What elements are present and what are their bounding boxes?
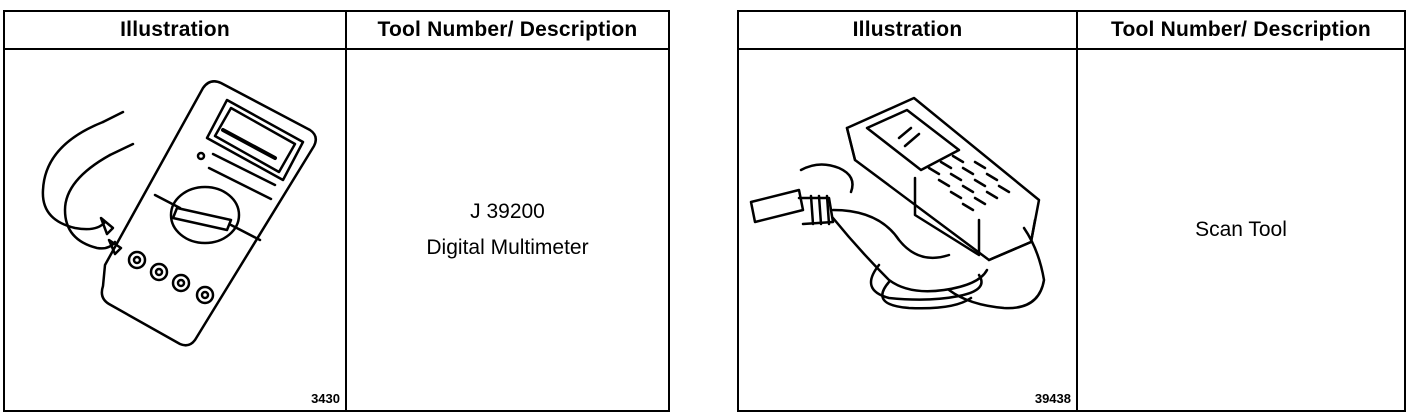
tool-description: Digital Multimeter <box>426 236 589 259</box>
description-header: Tool Number/ Description <box>345 12 668 50</box>
figure-number: 39438 <box>1034 391 1071 406</box>
description-cell: J 39200 Digital Multimeter <box>345 50 668 410</box>
digital-multimeter-illustration <box>41 80 318 347</box>
tool-number: J 39200 <box>470 200 545 223</box>
description-header: Tool Number/ Description <box>1076 12 1404 50</box>
illustration-cell: 39438 <box>739 50 1076 410</box>
description-cell: Scan Tool <box>1076 50 1404 410</box>
illustration-header: Illustration <box>5 12 345 50</box>
tool-table-2: Illustration Tool Number/ Description <box>737 10 1406 412</box>
figure-number: 3430 <box>311 391 340 406</box>
illustration-cell: 3430 <box>5 50 345 410</box>
illustration-header: Illustration <box>739 12 1076 50</box>
tool-description: Scan Tool <box>1195 218 1287 241</box>
tool-table-1: Illustration Tool Number/ Description <box>3 10 670 412</box>
scan-tool-illustration <box>749 96 1046 310</box>
